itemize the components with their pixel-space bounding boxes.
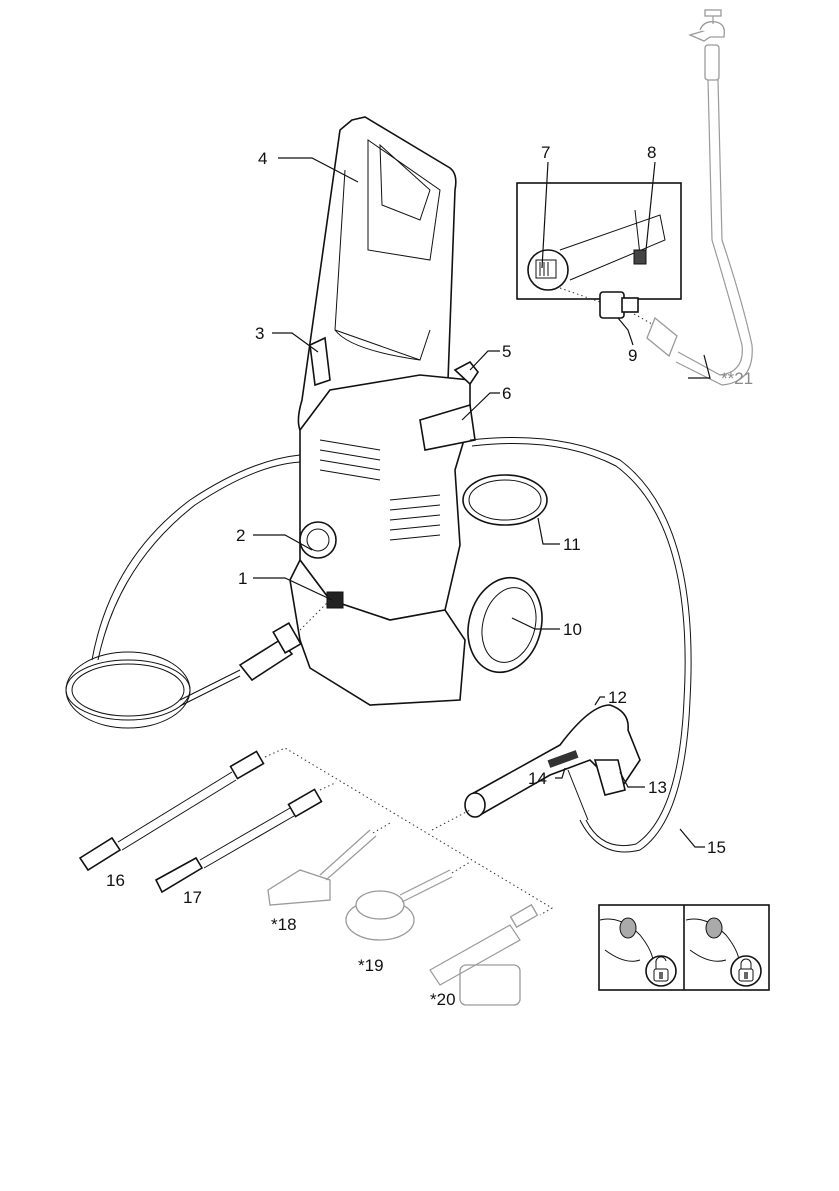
hose-storage (463, 475, 547, 525)
callout-15: 15 (707, 838, 726, 857)
rotary-wash-brush (346, 870, 452, 940)
callout-10: 10 (563, 620, 582, 639)
callout-21: **21 (721, 369, 753, 388)
callout-16: 16 (106, 871, 125, 890)
inlet-detail-inset (517, 183, 681, 299)
callout-20: *20 (430, 990, 456, 1009)
trigger-lock-inset (599, 905, 769, 990)
callout-14: 14 (528, 769, 547, 788)
callout-1: 1 (238, 569, 247, 588)
callout-6: 6 (502, 384, 511, 403)
dirt-blaster-lance (80, 751, 263, 870)
callout-18: *18 (271, 915, 297, 934)
pressure-washer-body (290, 117, 478, 705)
callout-19: *19 (358, 956, 384, 975)
high-pressure-hose (66, 455, 301, 728)
callout-12: 12 (608, 688, 627, 707)
callout-4: 4 (258, 149, 267, 168)
crank-wheel (458, 569, 552, 680)
callout-5: 5 (502, 342, 511, 361)
callout-11: 11 (563, 535, 581, 554)
callout-8: 8 (647, 143, 656, 162)
callout-9: 9 (628, 346, 637, 365)
trigger-gun (465, 705, 640, 820)
callout-2: 2 (236, 526, 245, 545)
callout-17: 17 (183, 888, 202, 907)
callout-13: 13 (648, 778, 667, 797)
callout-3: 3 (255, 324, 264, 343)
wash-brush (268, 830, 376, 905)
accessories (80, 748, 552, 1005)
callout-7: 7 (541, 143, 550, 162)
